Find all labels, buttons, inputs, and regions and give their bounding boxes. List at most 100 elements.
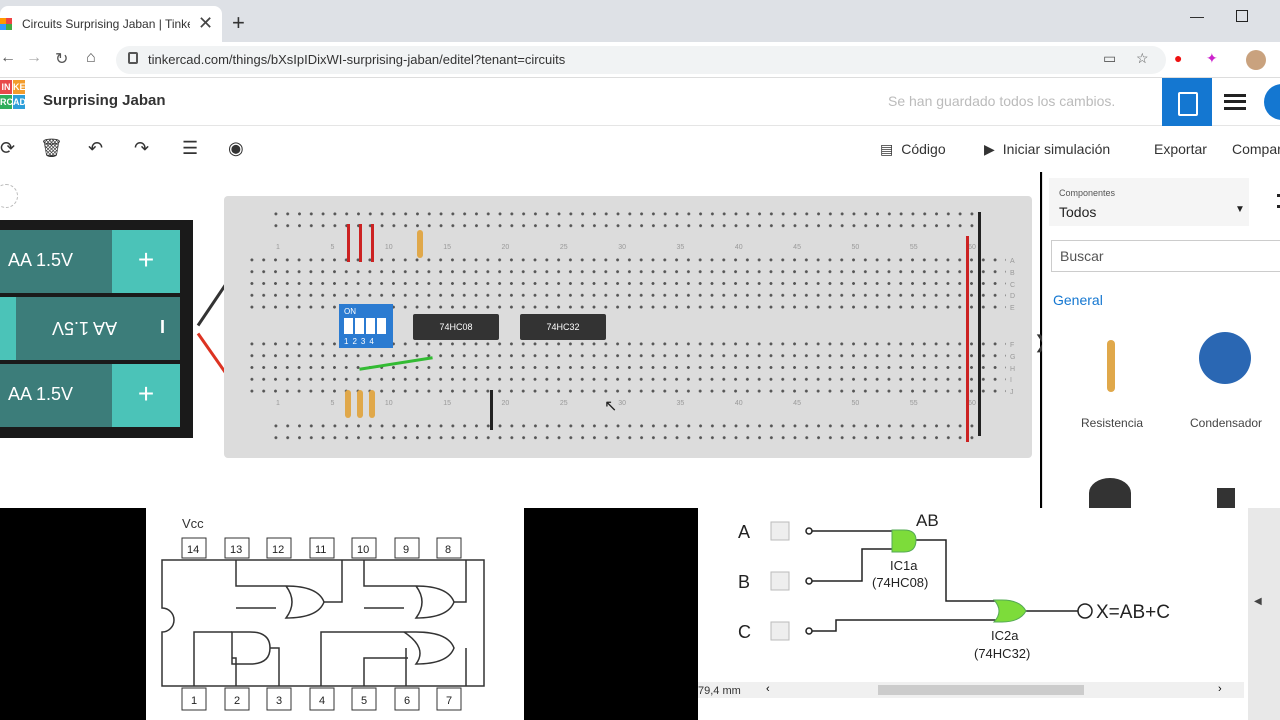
resistor[interactable] [369,390,375,418]
visibility-icon[interactable]: ◉ [228,138,244,158]
side-panel-edge: ◀ [1248,508,1280,720]
battery-minus: I [160,317,166,337]
start-simulation-button[interactable]: ▶Iniciar simulación [984,134,1110,164]
top-wires [235,560,467,609]
share-button[interactable]: Compartir [1232,134,1280,164]
component-search-input[interactable] [1051,240,1280,272]
home-icon[interactable]: ⌂ [86,49,96,66]
opera-icon[interactable]: ● [1174,50,1183,66]
gate1-output-label: AB [916,511,939,530]
maximize-icon[interactable] [1236,10,1248,22]
scroll-thumb[interactable] [878,685,1084,695]
red-jumper-wire[interactable] [359,224,362,262]
collapse-arrow-icon[interactable]: ◀ [1254,596,1262,607]
red-rail-wire[interactable] [966,236,969,442]
tinkercad-logo[interactable]: IN KE RC AD [0,80,26,124]
battery-pack[interactable]: AA 1.5V + AA 1.5V I AA 1.5V + [0,220,193,438]
chip-74hc32[interactable]: 74HC32 [520,314,606,340]
back-icon[interactable]: ← [0,49,16,66]
resistor[interactable] [417,230,423,258]
undo-icon[interactable]: ↶ [88,138,104,158]
red-jumper-wire[interactable] [347,224,350,262]
pin-label: 9 [403,544,409,556]
notes-icon[interactable]: ☰ [182,138,199,158]
vcc-label: Vcc [182,516,204,531]
battery-cell: AA 1.5V + [0,230,180,293]
logo-tile: RC [0,95,13,109]
project-title[interactable]: Surprising Jaban [43,92,166,109]
components-dropdown[interactable]: Componentes Todos ▼ [1049,178,1249,226]
potentiometer-component-icon[interactable] [1089,478,1131,508]
browser-tabstrip: Circuits Surprising Jaban | Tinkercad ✕ … [0,0,1280,42]
code-button[interactable]: ▤Código [880,134,946,164]
resistor[interactable] [345,390,351,418]
circuit-view-button[interactable] [1162,78,1212,126]
tab-close-icon[interactable]: ✕ [198,13,214,33]
battery-cell: AA 1.5V I [0,297,180,360]
forward-icon[interactable]: → [26,49,42,66]
dip-switch-key[interactable] [366,318,375,334]
scroll-left-icon[interactable]: ‹ [766,683,770,695]
pin-label: 10 [357,544,369,556]
logo-tile: IN [0,80,12,94]
top-pins: 14 13 12 11 10 9 8 [181,537,462,559]
fit-view-icon[interactable] [0,184,18,208]
dip-switch-key[interactable] [377,318,386,334]
input-label: C [738,622,751,642]
extension-icon[interactable]: ✦ [1206,50,1218,66]
capacitor-component-icon[interactable] [1199,332,1251,384]
red-jumper-wire[interactable] [371,224,374,262]
scroll-right-icon[interactable]: › [1218,683,1222,695]
rotate-icon[interactable]: ⟳ [0,138,16,158]
component-list-icon[interactable] [1224,94,1246,110]
cast-icon[interactable]: ▭ [1103,50,1117,66]
dip-switch[interactable]: ON 1234 [339,304,393,348]
pin-label: 5 [361,695,367,707]
and-gate-ic1a [891,529,917,553]
battery-cell: AA 1.5V + [0,364,180,427]
black-rail-wire[interactable] [978,212,981,436]
component-label[interactable]: Condensador [1190,416,1263,430]
input-toggle-a [770,521,790,541]
resistor-component-icon[interactable] [1107,340,1115,392]
user-avatar[interactable] [1264,84,1280,120]
redo-icon[interactable]: ↷ [134,138,150,158]
dip-switch-key[interactable] [344,318,353,334]
battery-plus: + [112,230,180,293]
logic-circuit-view[interactable]: A B C AB IC1a (7 [698,508,1248,720]
input-label: B [738,572,750,592]
minimize-icon[interactable]: — [1190,8,1204,24]
output-label: X=AB+C [1096,602,1170,623]
black-jumper-wire[interactable] [490,390,493,430]
star-icon[interactable]: ☆ [1136,50,1149,66]
profile-icon[interactable] [1246,50,1266,70]
circuit-wires [805,527,1093,635]
top-left-gate [261,585,325,619]
editor-toolbar: ⟳ 🗑 ↶ ↷ ☰ ◉ ▤Código ▶Iniciar simulación … [0,126,1280,172]
pin-label: 2 [234,695,240,707]
delete-icon[interactable]: 🗑 [40,138,63,158]
pin-label: 3 [276,695,282,707]
bottom-left-gate [231,631,271,665]
pin-label: 7 [446,695,452,707]
dropdown-caret-icon: ▼ [1235,204,1245,215]
new-tab-button[interactable]: + [232,10,245,35]
more-options-icon[interactable] [1277,194,1280,208]
dip-switch-key[interactable] [355,318,364,334]
browser-tab[interactable]: Circuits Surprising Jaban | Tinkercad ✕ [0,6,222,42]
battery-plus: + [112,364,180,427]
chip-74hc08[interactable]: 74HC08 [413,314,499,340]
or-gate-ic2a [992,599,1027,623]
zoom-readout: 79,4 mm [698,685,741,697]
resistor[interactable] [357,390,363,418]
reload-icon[interactable]: ↻ [55,51,69,68]
component-label[interactable]: Resistencia [1081,416,1144,430]
address-bar[interactable]: tinkercad.com/things/bXsIpIDixWI-surpris… [116,46,1166,74]
logic-circuit-svg: A B C AB IC1a (7 [738,511,1170,661]
export-button[interactable]: Exportar [1154,134,1207,164]
pushbutton-component-icon[interactable] [1217,488,1235,508]
horizontal-scrollbar[interactable]: ‹ › [698,682,1244,698]
